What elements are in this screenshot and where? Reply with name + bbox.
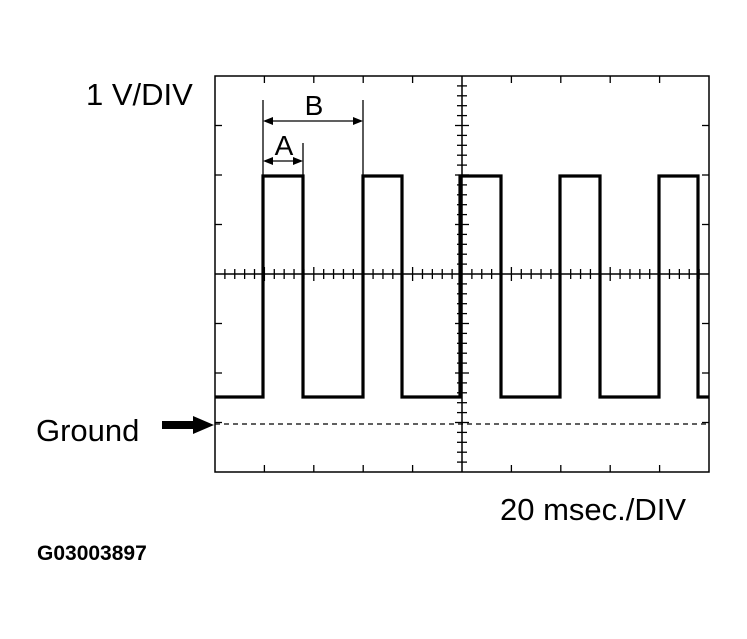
square-wave-trace: [215, 174, 709, 399]
figure-id: G03003897: [37, 542, 147, 565]
measure-a-right-arrowhead: [293, 157, 303, 165]
measure-a-left-arrowhead: [263, 157, 273, 165]
measure-a-label: A: [275, 130, 294, 161]
measure-b-right-arrowhead: [353, 117, 363, 125]
ground-arrow-icon: [193, 416, 214, 434]
measure-b-label: B: [305, 90, 324, 121]
division-ticks: [215, 76, 709, 472]
ground-label: Ground: [36, 413, 140, 448]
measure-b-left-arrowhead: [263, 117, 273, 125]
voltage-scale-label: 1 V/DIV: [86, 77, 193, 112]
time-scale-label: 20 msec./DIV: [500, 492, 687, 527]
